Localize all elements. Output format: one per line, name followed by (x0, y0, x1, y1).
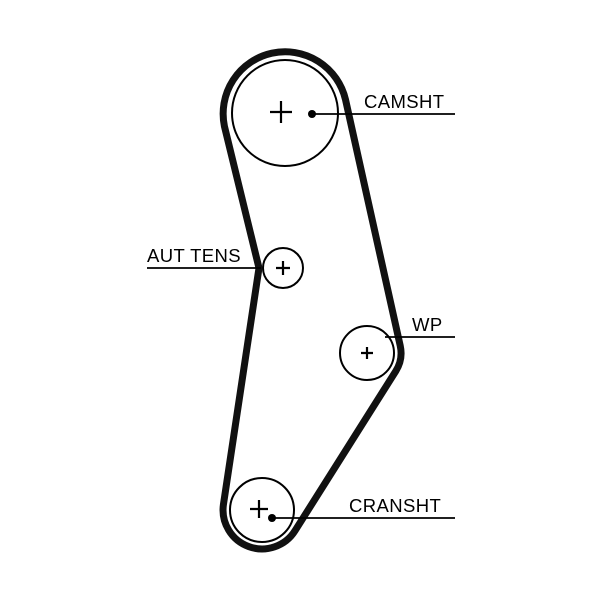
crankshaft-center-plus-icon (250, 500, 268, 518)
water-pump-center-plus-icon (361, 347, 373, 359)
crankshaft-label: CRANSHT (349, 495, 441, 516)
timing-belt-path (219, 48, 405, 553)
tensioner-center-plus-icon (276, 261, 290, 275)
water-pump-label: WP (412, 314, 443, 335)
camshaft-center-plus-icon (270, 101, 292, 123)
camshaft-label: CAMSHT (364, 91, 445, 112)
tensioner-label: AUT TENS (147, 245, 241, 266)
